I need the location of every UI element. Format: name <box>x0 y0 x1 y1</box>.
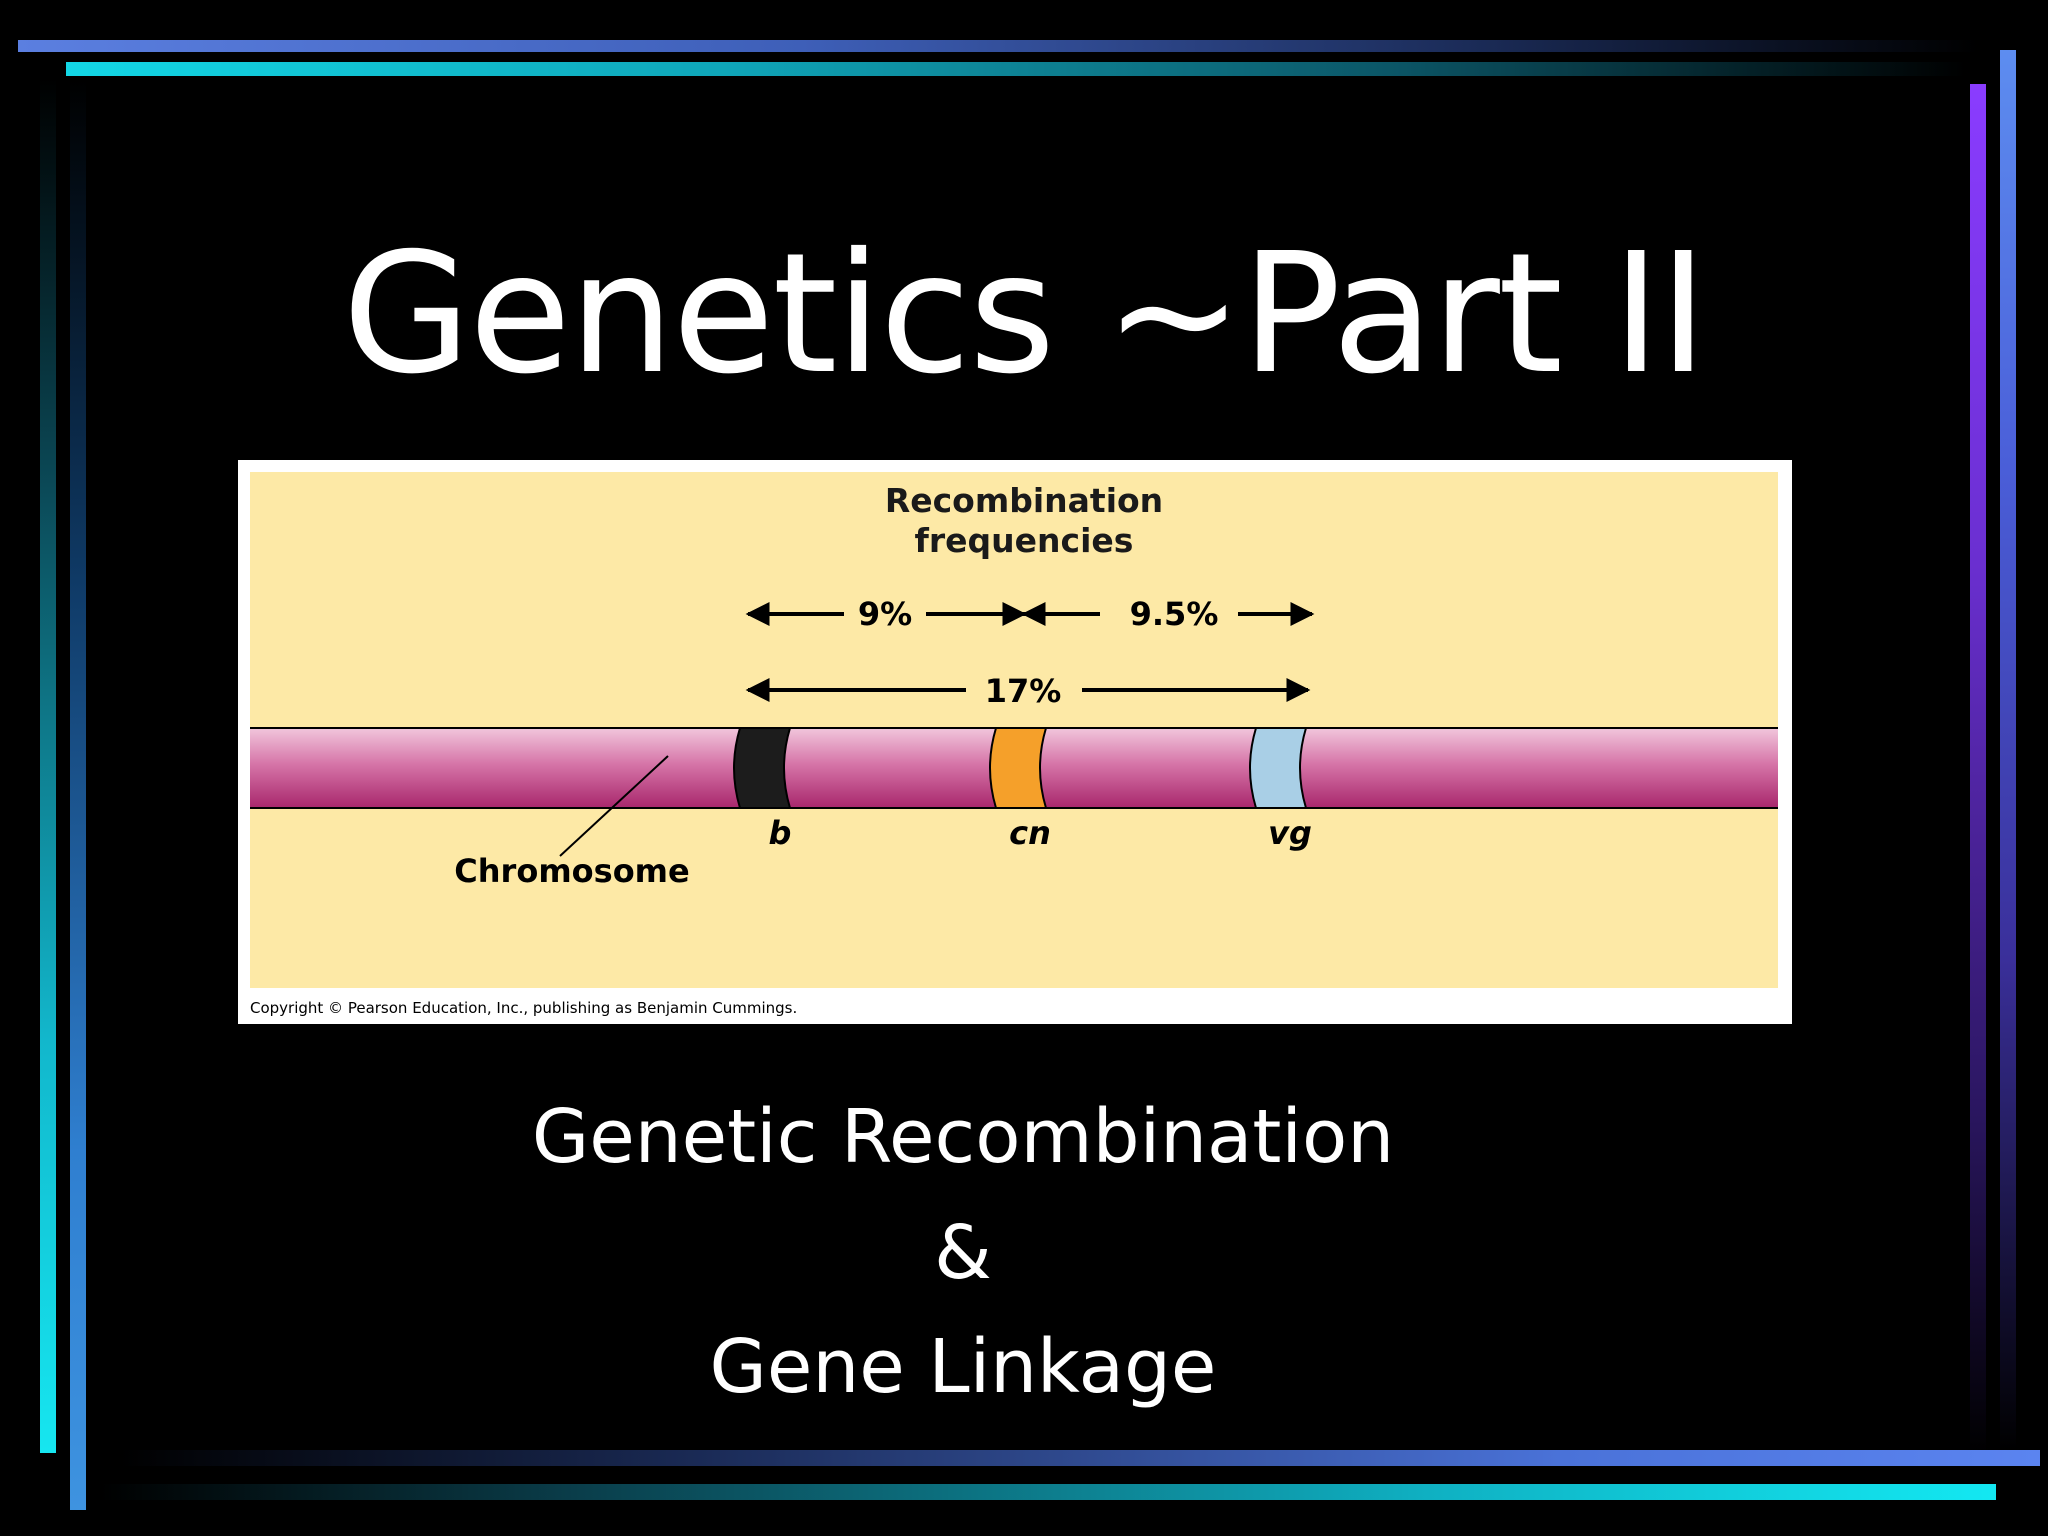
gene-band-vg <box>1249 727 1308 809</box>
gene-band-b <box>733 727 792 809</box>
subtitle-line-2: & <box>934 1210 992 1296</box>
chromosome-pointer-line <box>559 755 669 857</box>
figure-heading-line2: frequencies <box>915 521 1134 560</box>
freq-b-cn-label: 9% <box>858 595 912 633</box>
border-bar-left-inner <box>70 80 86 1510</box>
recombination-figure: Recombination frequencies 9% 9.5% 17% b … <box>238 460 1792 1024</box>
border-bar-bottom-inner <box>120 1450 2040 1466</box>
chromosome-diagram: Recombination frequencies 9% 9.5% 17% b … <box>250 472 1778 1017</box>
subtitle-line-3: Gene Linkage <box>709 1324 1217 1410</box>
gene-band-cn <box>989 727 1048 809</box>
freq-b-vg-label: 17% <box>985 672 1062 710</box>
border-bar-right-inner <box>1970 84 1986 1454</box>
border-bar-top-outer <box>18 40 1978 52</box>
slide-title: Genetics ~Part II <box>342 218 1707 411</box>
gene-label-b: b <box>769 814 792 852</box>
gene-label-cn: cn <box>1009 814 1051 852</box>
gene-label-vg: vg <box>1268 814 1312 852</box>
figure-heading-line1: Recombination <box>885 481 1163 520</box>
border-bar-left-outer <box>40 78 56 1453</box>
freq-cn-vg-label: 9.5% <box>1130 595 1219 633</box>
border-bar-right-outer <box>2000 50 2016 1450</box>
chromosome-label: Chromosome <box>454 852 689 890</box>
border-bar-bottom-outer <box>100 1484 1996 1500</box>
border-bar-top-inner <box>66 62 1966 76</box>
subtitle-line-1: Genetic Recombination <box>531 1094 1395 1180</box>
figure-copyright: Copyright © Pearson Education, Inc., pub… <box>250 999 797 1017</box>
